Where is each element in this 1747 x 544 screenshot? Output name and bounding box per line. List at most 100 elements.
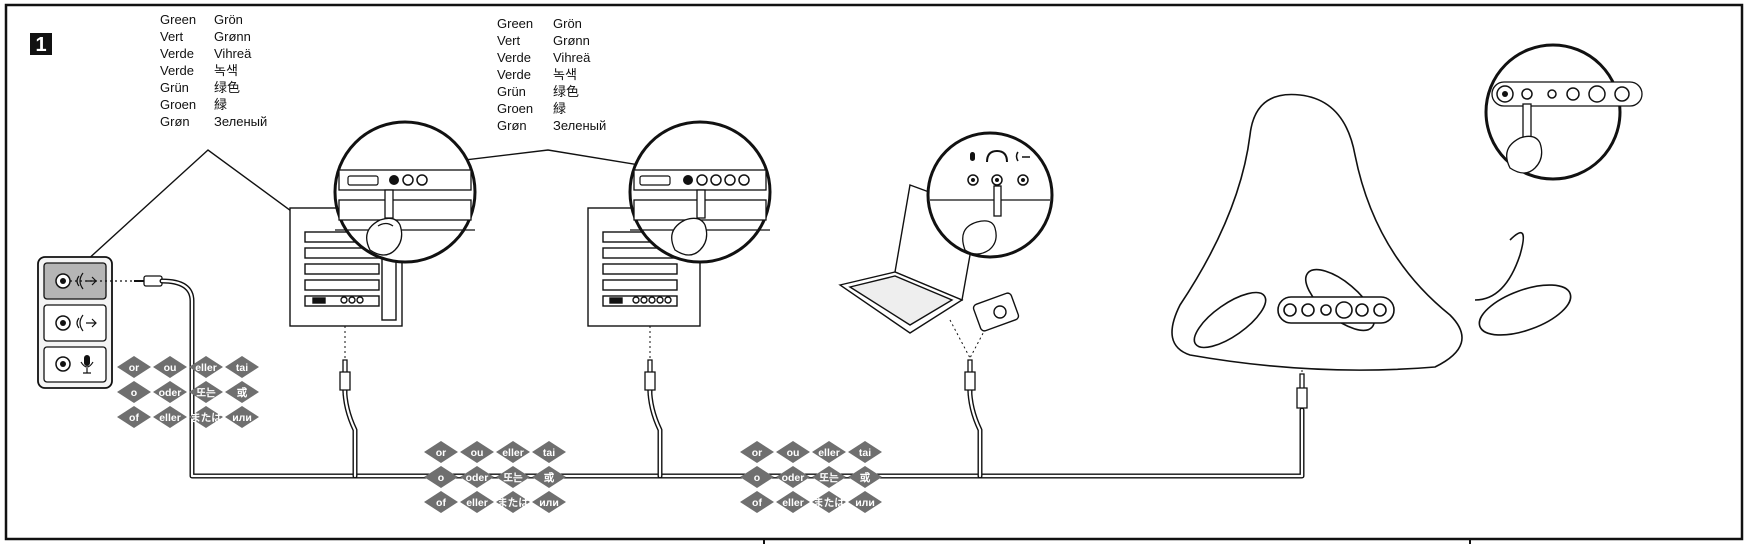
color-label: Grün xyxy=(160,80,189,95)
color-label: Vihreä xyxy=(553,50,591,65)
or-word: tai xyxy=(543,447,555,459)
or-word: 또는 xyxy=(819,472,839,484)
color-label: Зеленый xyxy=(214,114,267,129)
or-diamond xyxy=(496,441,530,463)
color-label: 녹색 xyxy=(553,67,577,82)
or-diamond xyxy=(153,381,187,403)
or-word: or xyxy=(752,447,763,459)
or-diamond xyxy=(740,466,774,488)
or-word: или xyxy=(855,497,875,509)
or-word: или xyxy=(232,412,252,424)
or-word-groups: or ou eller tai o oder 또는 或 of eller または или or ou ell… xyxy=(117,356,882,513)
or-word: or xyxy=(436,447,447,459)
or-word: or xyxy=(129,362,140,374)
microphone-input-icon xyxy=(970,152,975,161)
color-label: Verde xyxy=(497,67,531,82)
color-label: Verde xyxy=(497,50,531,65)
color-label: Grønn xyxy=(553,33,590,48)
color-label: Grün xyxy=(497,84,526,99)
or-word: eller xyxy=(195,362,217,374)
or-diamond xyxy=(424,466,458,488)
or-word-group: or ou eller tai o oder 또는 或 of eller または или xyxy=(424,441,566,513)
hand-icon xyxy=(671,217,708,256)
or-word: ou xyxy=(787,447,800,459)
hand-icon xyxy=(1506,135,1543,174)
hand-icon xyxy=(366,217,403,256)
zoom-circle xyxy=(333,120,477,264)
zoom-circle xyxy=(628,120,772,264)
or-word: 또는 xyxy=(196,387,216,399)
color-label: Vert xyxy=(160,29,184,44)
color-label: 緑 xyxy=(214,97,227,112)
or-diamond xyxy=(153,356,187,378)
or-diamond xyxy=(460,491,494,513)
step-badge: 1 xyxy=(30,33,52,56)
or-diamond xyxy=(848,491,882,513)
or-word: of xyxy=(436,497,446,509)
color-label: Groen xyxy=(160,97,196,112)
hand-icon xyxy=(962,220,997,255)
speakerphone xyxy=(1171,93,1572,371)
or-diamond xyxy=(776,466,810,488)
speaker-output-icon xyxy=(1015,151,1030,162)
or-diamond xyxy=(225,381,259,403)
or-word: oder xyxy=(466,472,489,484)
or-word: eller xyxy=(466,497,488,509)
or-diamond xyxy=(496,466,530,488)
or-word: или xyxy=(539,497,559,509)
color-label: Grøn xyxy=(497,118,527,133)
color-label: Grön xyxy=(214,12,243,27)
or-diamond xyxy=(848,466,882,488)
or-word: 或 xyxy=(237,386,248,399)
audio-plug-icon xyxy=(339,359,1308,409)
color-label: 녹색 xyxy=(214,63,238,78)
or-word: または xyxy=(497,497,529,509)
color-label: Verde xyxy=(160,63,194,78)
or-word: of xyxy=(129,412,139,424)
color-label: Verde xyxy=(160,46,194,61)
or-diamond xyxy=(776,441,810,463)
or-diamond xyxy=(812,441,846,463)
or-word: o xyxy=(438,472,444,484)
or-diamond xyxy=(189,356,223,378)
color-label: Grøn xyxy=(160,114,190,129)
zoom-circle xyxy=(926,131,1054,259)
color-label: Зеленый xyxy=(553,118,606,133)
or-diamond xyxy=(424,441,458,463)
color-labels-left: Green Vert Verde Verde Grün Groen Grøn G… xyxy=(160,12,267,129)
or-word: 또는 xyxy=(503,472,523,484)
color-label: Green xyxy=(497,16,533,31)
mp3-player xyxy=(972,292,1020,332)
color-label: Grønn xyxy=(214,29,251,44)
color-labels-right: Green Vert Verde Verde Grün Groen Grøn G… xyxy=(497,16,606,133)
or-word: eller xyxy=(502,447,524,459)
speaker-output-icon xyxy=(55,314,97,332)
or-word: oder xyxy=(159,387,182,399)
or-word: 或 xyxy=(544,471,555,484)
color-label: 绿色 xyxy=(214,80,240,95)
color-label: Grön xyxy=(553,16,582,31)
color-label: Vihreä xyxy=(214,46,252,61)
or-diamond xyxy=(460,466,494,488)
step-number: 1 xyxy=(35,34,46,56)
or-word: o xyxy=(754,472,760,484)
or-diamond xyxy=(532,491,566,513)
microphone-input-icon xyxy=(55,355,94,374)
or-word: または xyxy=(813,497,845,509)
or-word: of xyxy=(752,497,762,509)
or-diamond xyxy=(460,441,494,463)
zoom-circle xyxy=(1484,43,1643,181)
or-diamond xyxy=(189,406,223,428)
or-diamond xyxy=(776,491,810,513)
or-word: oder xyxy=(782,472,805,484)
or-diamond xyxy=(496,491,530,513)
or-diamond xyxy=(740,441,774,463)
color-label: 绿色 xyxy=(553,84,579,99)
or-word: ou xyxy=(471,447,484,459)
or-diamond xyxy=(424,491,458,513)
or-diamond xyxy=(153,406,187,428)
color-label: Groen xyxy=(497,101,533,116)
